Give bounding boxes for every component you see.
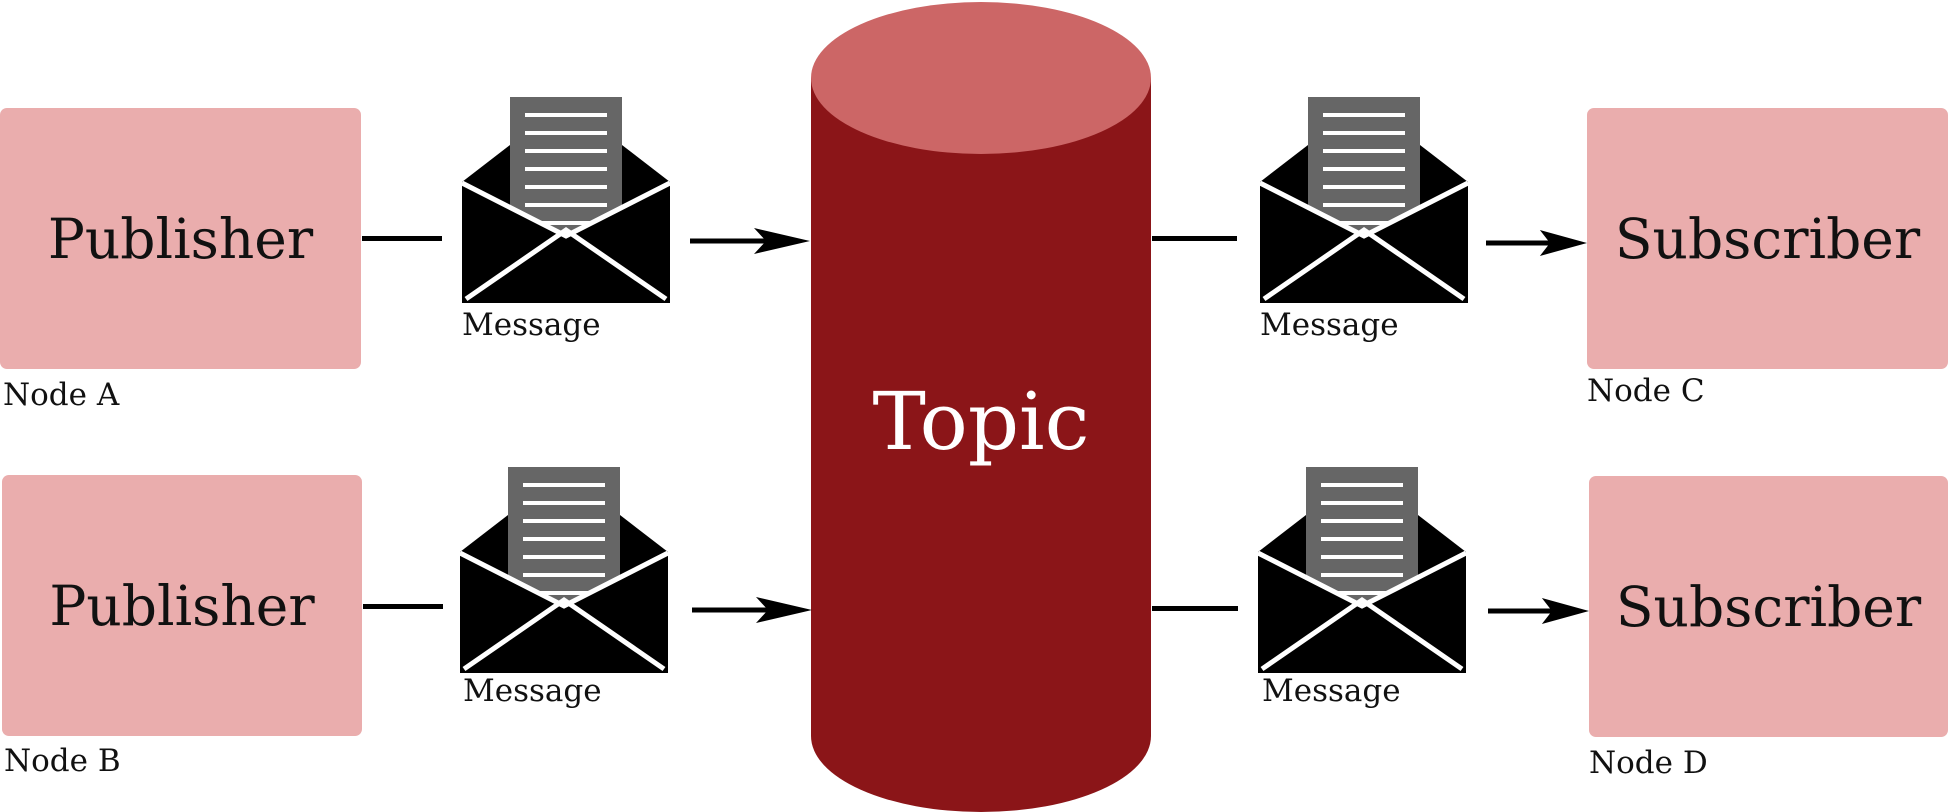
connector-b-to-message — [363, 604, 443, 609]
envelope-icon — [458, 467, 670, 673]
envelope-icon — [1256, 467, 1468, 673]
topic-cylinder-body — [811, 78, 1151, 812]
envelope-icon — [1258, 97, 1470, 303]
node-b-role: Publisher — [49, 573, 315, 638]
message-label-c: Message — [1260, 307, 1399, 343]
node-c-box[interactable]: Subscriber — [1587, 108, 1948, 369]
topic-label: Topic — [872, 375, 1090, 468]
node-c-role: Subscriber — [1614, 206, 1921, 271]
message-label-d: Message — [1262, 673, 1401, 709]
connector-topic-to-message-c — [1152, 236, 1237, 241]
connector-a-to-message — [362, 236, 442, 241]
message-label-a: Message — [462, 307, 601, 343]
topic-cylinder-top — [811, 2, 1151, 154]
topic-cylinder — [811, 2, 1151, 812]
node-d-box[interactable]: Subscriber — [1589, 476, 1948, 737]
arrow-message-b-to-topic — [692, 595, 812, 625]
arrow-message-c-to-node-c — [1486, 228, 1587, 258]
node-a-role: Publisher — [47, 206, 314, 271]
node-a-box[interactable]: Publisher — [0, 108, 361, 369]
node-d-role: Subscriber — [1615, 574, 1922, 639]
node-b-name: Node B — [4, 743, 121, 779]
node-a-name: Node A — [3, 377, 120, 413]
node-c-name: Node C — [1587, 373, 1705, 409]
arrow-message-a-to-topic — [690, 226, 810, 256]
node-d-name: Node D — [1589, 745, 1708, 781]
envelope-icon — [460, 97, 672, 303]
arrow-message-d-to-node-d — [1488, 596, 1589, 626]
message-label-b: Message — [463, 673, 602, 709]
connector-topic-to-message-d — [1152, 606, 1238, 611]
node-b-box[interactable]: Publisher — [2, 475, 362, 736]
